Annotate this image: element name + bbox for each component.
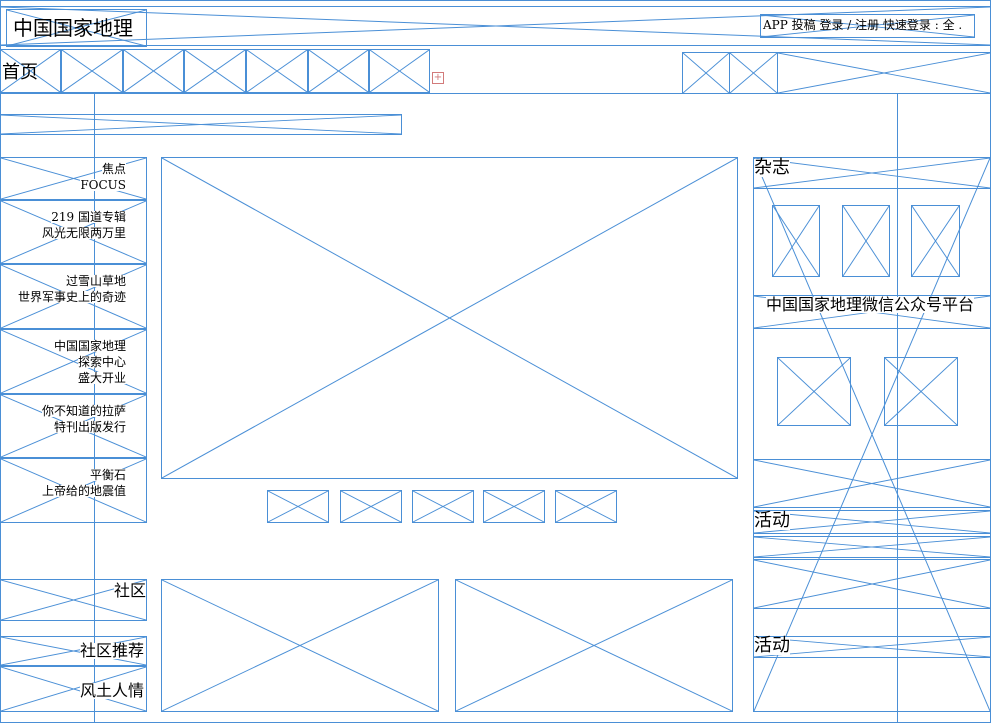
top-right-links[interactable]: APP 投稿 登录 / 注册 快速登录 : 全 .: [760, 14, 975, 38]
nav-item-2[interactable]: [61, 49, 123, 93]
magazine-cover-3[interactable]: [911, 205, 960, 277]
hero-thumbnail-3[interactable]: [412, 490, 474, 523]
magazine-cover-1[interactable]: [772, 205, 820, 277]
hero-image[interactable]: [161, 157, 738, 479]
logo[interactable]: 中国国家地理: [6, 9, 147, 47]
nav-home-label[interactable]: 首页: [2, 62, 38, 83]
activity-banner-2[interactable]: [753, 559, 991, 609]
feature-list-item-line-2: 世界军事史上的奇迹: [17, 290, 126, 304]
feature-list-item-line-2: 上帝给的地震值: [41, 484, 126, 498]
feature-list-item-line-1: 中国国家地理: [53, 339, 126, 353]
feature-list-item[interactable]: 你不知道的拉萨特刊出版发行: [0, 394, 147, 458]
magazine-title: 杂志: [754, 157, 790, 178]
community-image-1[interactable]: [161, 579, 439, 712]
community-customs-label[interactable]: 风土人情: [80, 681, 145, 700]
feature-list-item-line-2: FOCUS: [80, 178, 126, 192]
activity-item-1[interactable]: [753, 536, 991, 558]
logo-text: 中国国家地理: [13, 16, 133, 40]
nav-item-3[interactable]: [123, 49, 184, 93]
activity-title-1: 活动: [754, 510, 790, 531]
hero-thumbnail-4[interactable]: [483, 490, 545, 523]
feature-list-item-line-1: 过雪山草地: [65, 274, 126, 288]
wechat-qr-2[interactable]: [884, 357, 958, 426]
nav-expand-icon[interactable]: +: [432, 72, 444, 84]
wechat-qr-1[interactable]: [777, 357, 851, 426]
feature-list-item-line-2: 特刊出版发行: [53, 420, 126, 434]
magazine-cover-2[interactable]: [842, 205, 890, 277]
hero-thumbnail-5[interactable]: [555, 490, 617, 523]
feature-list-item-line-1: 你不知道的拉萨: [41, 404, 126, 418]
feature-list-item-line-1: 焦点: [101, 162, 126, 176]
banner-strip: [0, 114, 402, 135]
activity-title-2: 活动: [754, 635, 790, 656]
hero-thumbnail-2[interactable]: [340, 490, 402, 523]
nav-right-cell-1[interactable]: [682, 52, 730, 94]
community-image-2[interactable]: [455, 579, 733, 712]
wechat-title: 中国国家地理微信公众号平台: [766, 295, 975, 314]
top-right-links-text[interactable]: APP 投稿 登录 / 注册 快速登录 : 全 .: [763, 18, 963, 32]
nav-right-cell-2[interactable]: [729, 52, 778, 94]
feature-list-item[interactable]: 中国国家地理探索中心盛大开业: [0, 329, 147, 394]
feature-list-item-line-1: 平衡石: [89, 468, 126, 482]
feature-list-item-line-1: 219 国道专辑: [51, 210, 126, 224]
nav-item-5[interactable]: [246, 49, 308, 93]
feature-list-item-line-2: 风光无限两万里: [41, 226, 126, 240]
activity-banner-1[interactable]: [753, 459, 991, 508]
feature-list-item[interactable]: 过雪山草地世界军事史上的奇迹: [0, 264, 147, 329]
feature-list-item[interactable]: 平衡石上帝给的地震值: [0, 458, 147, 523]
hero-thumbnail-1[interactable]: [267, 490, 329, 523]
feature-list-item-line-3: 盛大开业: [77, 371, 126, 385]
community-recommend-label[interactable]: 社区推荐: [80, 641, 145, 660]
nav-right-cell-3[interactable]: [777, 52, 991, 94]
nav-bottom-rule: [0, 93, 991, 94]
feature-list-item-line-2: 探索中心: [77, 355, 126, 369]
feature-list-item[interactable]: 219 国道专辑风光无限两万里: [0, 200, 147, 264]
nav-item-4[interactable]: [184, 49, 246, 93]
nav-item-7[interactable]: [369, 49, 430, 93]
feature-list-item[interactable]: 焦点 FOCUS: [0, 157, 147, 200]
community-title: 社区: [114, 581, 147, 600]
nav-item-6[interactable]: [308, 49, 369, 93]
